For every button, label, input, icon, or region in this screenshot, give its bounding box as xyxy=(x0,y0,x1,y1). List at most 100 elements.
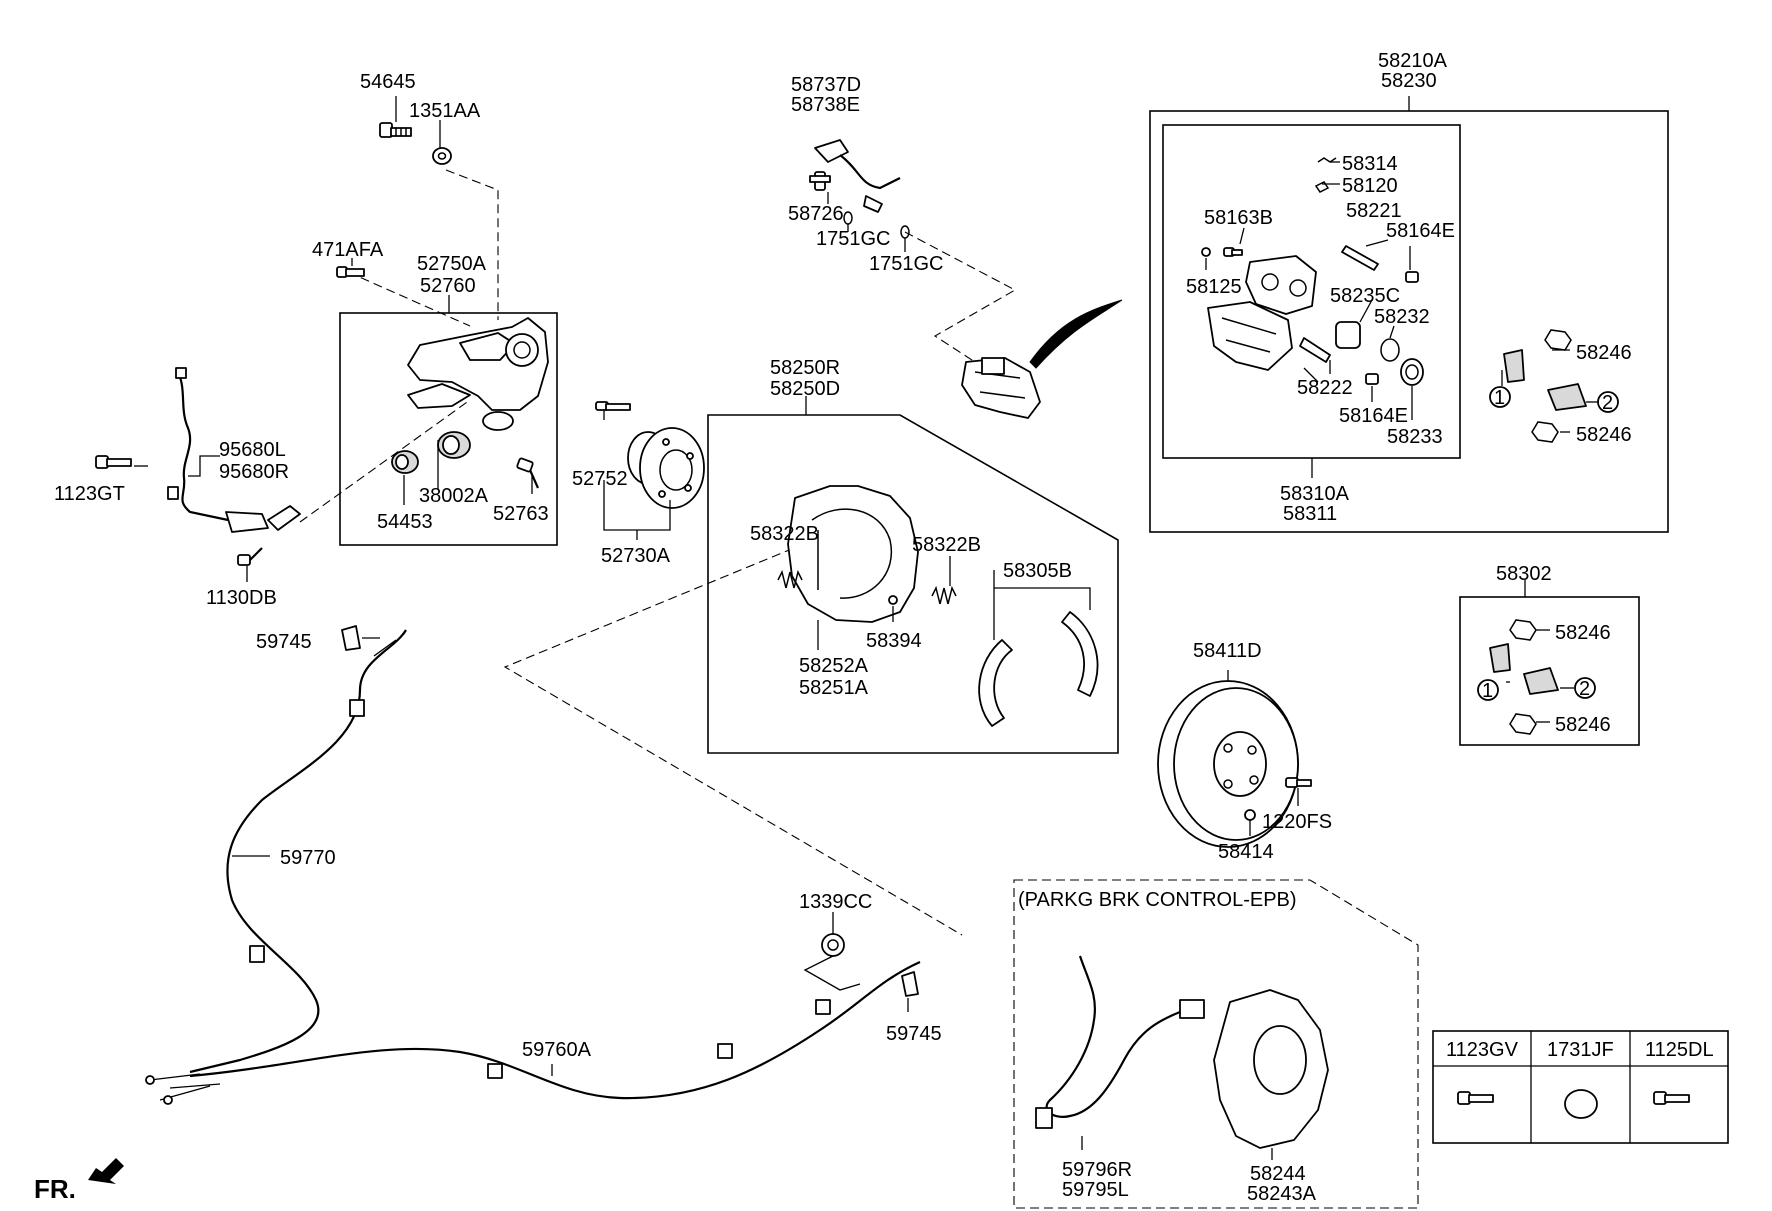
washer-58414-icon xyxy=(1244,809,1256,821)
guide-pin-58222-icon xyxy=(1299,337,1331,363)
caliper-assembly-icon xyxy=(961,357,1041,419)
label-59796R: 59796R xyxy=(1062,1159,1132,1181)
label-1339CC: 1339CC xyxy=(799,891,872,913)
clip-59745-lower-icon xyxy=(901,971,919,997)
label-58230: 58230 xyxy=(1381,70,1437,92)
label-54453: 54453 xyxy=(377,511,433,533)
assembly-dashed-lines xyxy=(299,169,1017,936)
label-58305B: 58305B xyxy=(1003,560,1072,582)
brake-hose-58737D-icon xyxy=(814,139,901,213)
hub-bolt-52752-icon xyxy=(595,401,631,411)
label-52750A: 52750A xyxy=(417,253,487,275)
label-1220FS: 1220FS xyxy=(1262,811,1332,833)
label-1123GT: 1123GT xyxy=(54,483,125,505)
screw-1220FS-icon xyxy=(1285,777,1312,788)
label-58251A: 58251A xyxy=(799,677,869,699)
pad-kit-58302-clip-lower-icon xyxy=(1509,713,1537,735)
pad-number-markers xyxy=(1477,386,1619,701)
dust-shield-58244-icon xyxy=(1213,989,1329,1149)
label-58322B-b: 58322B xyxy=(912,534,981,556)
pad-number-1-a: 1 xyxy=(1494,387,1505,409)
parking-shoe-58305B-right-icon xyxy=(1061,611,1099,697)
fastener-table xyxy=(1432,1030,1729,1144)
boot-58233-icon xyxy=(1400,358,1424,386)
caliper-body-58221-icon xyxy=(1245,255,1317,315)
label-58411D: 58411D xyxy=(1193,640,1262,662)
bushing-38002A-icon xyxy=(437,431,471,459)
pad-kit-58302-clip-upper-icon xyxy=(1509,619,1537,641)
fastener-header-1731JF: 1731JF xyxy=(1547,1039,1614,1061)
label-58314: 58314 xyxy=(1342,153,1398,175)
label-58164E-b: 58164E xyxy=(1339,405,1408,427)
label-95680L: 95680L xyxy=(219,439,286,461)
pin-58394-icon xyxy=(888,595,898,605)
pad-number-1-b: 1 xyxy=(1482,680,1493,702)
bolt-52763-icon xyxy=(516,457,540,489)
label-58235C: 58235C xyxy=(1330,285,1400,307)
label-1751GC-a: 1751GC xyxy=(816,228,891,250)
label-59745-b: 59745 xyxy=(886,1023,942,1045)
piston-58235C-icon xyxy=(1335,321,1361,349)
spring-58322B-right-icon xyxy=(931,585,957,605)
label-58322B-a: 58322B xyxy=(750,523,819,545)
pad-clip-58246-lower-icon xyxy=(1531,421,1559,443)
pad-kit-58302-pad-1-icon xyxy=(1489,643,1511,673)
guide-pin-58221-icon xyxy=(1341,245,1379,271)
label-52763: 52763 xyxy=(493,503,549,525)
pad-2-icon xyxy=(1547,383,1587,411)
label-58414: 58414 xyxy=(1218,841,1274,863)
label-58250D: 58250D xyxy=(770,378,840,400)
label-58233: 58233 xyxy=(1387,426,1443,448)
label-58738E: 58738E xyxy=(791,94,860,116)
spring-58322B-left-icon xyxy=(777,569,803,589)
label-58210A: 58210A xyxy=(1378,50,1448,72)
bolt-471AFA-icon xyxy=(336,266,365,278)
label-58302: 58302 xyxy=(1496,563,1552,585)
label-52752: 52752 xyxy=(572,468,628,490)
pad-1-icon xyxy=(1503,349,1525,383)
label-95680R: 95680R xyxy=(219,461,289,483)
brake-disc-58411D-icon xyxy=(1157,680,1299,848)
callout-arrow-icon xyxy=(1029,299,1123,369)
nut-1339CC-icon xyxy=(821,933,845,957)
label-52760: 52760 xyxy=(420,275,476,297)
backing-plate-58251A-icon xyxy=(787,485,919,623)
parking-shoe-58305B-left-icon xyxy=(978,639,1013,727)
label-58164E-a: 58164E xyxy=(1386,220,1455,242)
clip-59745-upper-icon xyxy=(341,625,361,651)
epb-harness-59796R-icon xyxy=(1035,955,1205,1129)
fastener-header-1123GV: 1123GV xyxy=(1446,1039,1519,1061)
label-58222: 58222 xyxy=(1297,377,1353,399)
epb-section-title: (PARKG BRK CONTROL-EPB) xyxy=(1018,889,1297,911)
drum-brake-group-box xyxy=(707,414,1119,754)
front-direction-label: FR. xyxy=(34,1174,76,1204)
label-58246-c: 58246 xyxy=(1555,622,1611,644)
hub-bearing-52730A-icon xyxy=(627,427,705,509)
label-58246-d: 58246 xyxy=(1555,714,1611,736)
label-59770: 59770 xyxy=(280,847,336,869)
screw-1130DB-icon xyxy=(237,547,263,566)
pad-number-labels: 1 2 1 2 xyxy=(1482,387,1613,702)
label-58221: 58221 xyxy=(1346,200,1402,222)
label-1351AA: 1351AA xyxy=(409,100,481,122)
label-58310A: 58310A xyxy=(1280,483,1350,505)
label-59795L: 59795L xyxy=(1062,1179,1129,1201)
label-58246-a: 58246 xyxy=(1576,342,1632,364)
label-58726: 58726 xyxy=(788,203,844,225)
knuckle-52750A-icon xyxy=(407,317,549,431)
label-58244: 58244 xyxy=(1250,1163,1306,1185)
label-58252A: 58252A xyxy=(799,655,869,677)
label-58120: 58120 xyxy=(1342,175,1398,197)
label-58125: 58125 xyxy=(1186,276,1242,298)
label-1130DB: 1130DB xyxy=(206,587,277,609)
label-58394: 58394 xyxy=(866,630,922,652)
part-number-labels: 54645 1351AA 471AFA 52750A 52760 95680L … xyxy=(54,50,1632,1205)
pad-kit-58302-pad-2-icon xyxy=(1523,667,1559,695)
cap-1731JF-icon xyxy=(1564,1089,1598,1119)
label-1751GC-b: 1751GC xyxy=(869,253,944,275)
epb-section-box xyxy=(1013,879,1419,1209)
caliper-bracket-58310A-icon xyxy=(1207,301,1293,371)
pad-number-2-a: 2 xyxy=(1602,392,1613,414)
bleeder-58726-icon xyxy=(809,171,831,191)
